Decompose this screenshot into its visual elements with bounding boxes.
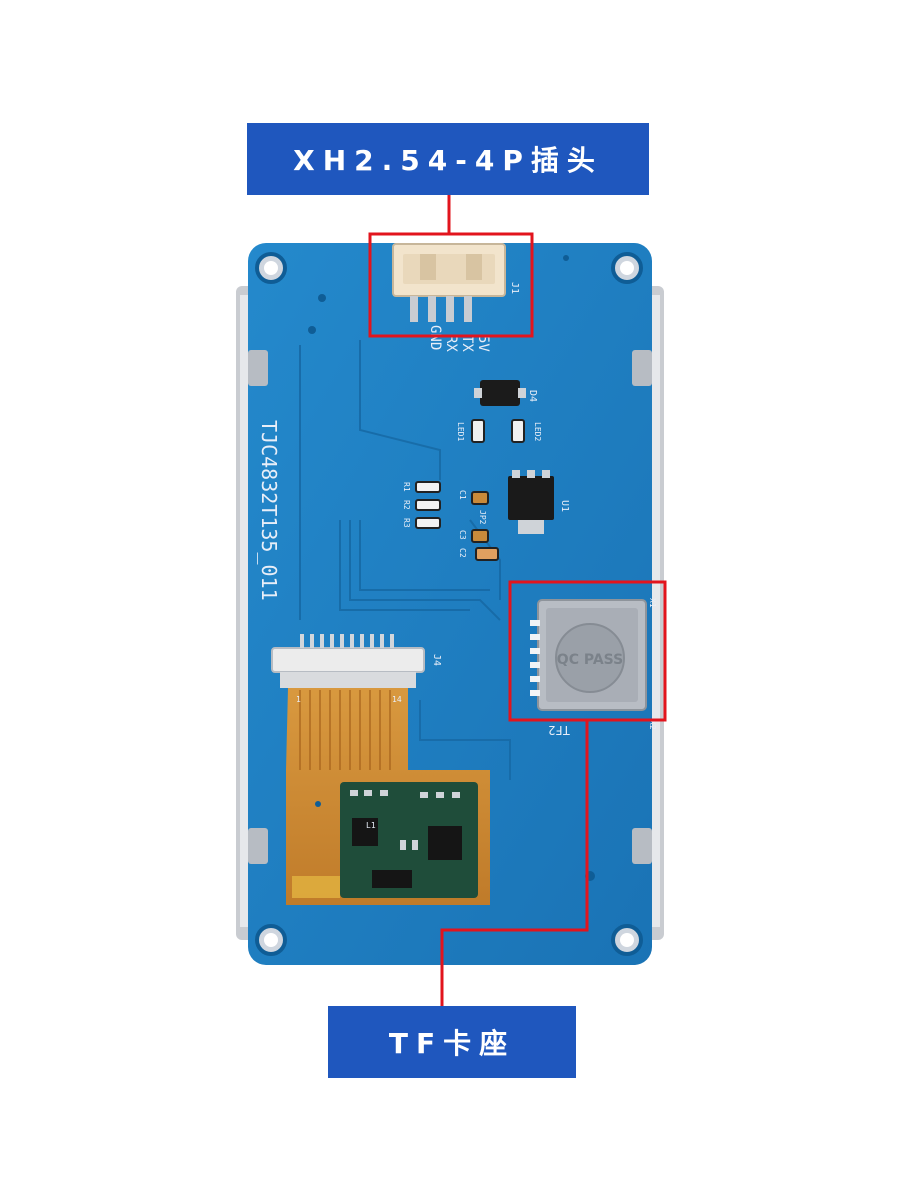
regulator-u1 xyxy=(508,470,554,534)
xh-connector xyxy=(392,243,506,322)
j4-label: J4 xyxy=(431,654,442,666)
resistors xyxy=(415,481,441,529)
fpc-pin-1-label: 1 xyxy=(296,695,301,704)
connector-callout-text: XH2.54-4P插头 xyxy=(293,144,603,177)
tf-mark-label: TF2 xyxy=(548,723,570,737)
capacitors xyxy=(471,491,499,561)
pin-label-rx: RX xyxy=(443,335,459,352)
tf-slot-callout-text: TF卡座 xyxy=(388,1027,516,1060)
leds xyxy=(471,419,525,443)
c3-label: C3 xyxy=(458,530,467,540)
pin-label-gnd: GND xyxy=(427,325,443,350)
tf-slot-callout-label: TF卡座 xyxy=(328,1006,576,1078)
pin-labels: 5V TX RX GND xyxy=(427,325,491,352)
r3-label: R3 xyxy=(402,518,411,528)
j1-label: J1 xyxy=(509,282,520,294)
connector-callout-label: XH2.54-4P插头 xyxy=(247,123,649,195)
tf-slot-leader-line xyxy=(440,720,589,1006)
touch-controller-board xyxy=(340,782,478,898)
x1-label: X1 xyxy=(648,598,657,608)
c1-label: C1 xyxy=(458,490,467,500)
model-number: TJC4832T135_011 xyxy=(257,420,281,601)
jp2-label: JP2 xyxy=(478,510,487,525)
connector-highlight-box xyxy=(368,232,534,338)
mounting-holes xyxy=(255,252,643,956)
fpc-pin-14-label: 14 xyxy=(392,695,402,704)
pin-label-5v: 5V xyxy=(475,335,491,352)
led1-label: LED1 xyxy=(456,422,465,441)
pin-label-tx: TX xyxy=(459,335,475,352)
fpc-connector-j4 xyxy=(271,634,425,688)
led2-label: LED2 xyxy=(533,422,542,441)
d4-label: D4 xyxy=(527,390,538,402)
tf-card-slot xyxy=(530,599,647,711)
r2-label: R2 xyxy=(402,500,411,510)
diode-d4 xyxy=(474,380,526,406)
x2-label: X2 xyxy=(648,720,657,730)
l1-label: L1 xyxy=(366,821,376,830)
r1-label: R1 xyxy=(402,482,411,492)
qc-pass-stamp: QC PASS xyxy=(557,652,623,668)
u1-label: U1 xyxy=(559,500,570,512)
c2-label: C2 xyxy=(458,548,467,558)
